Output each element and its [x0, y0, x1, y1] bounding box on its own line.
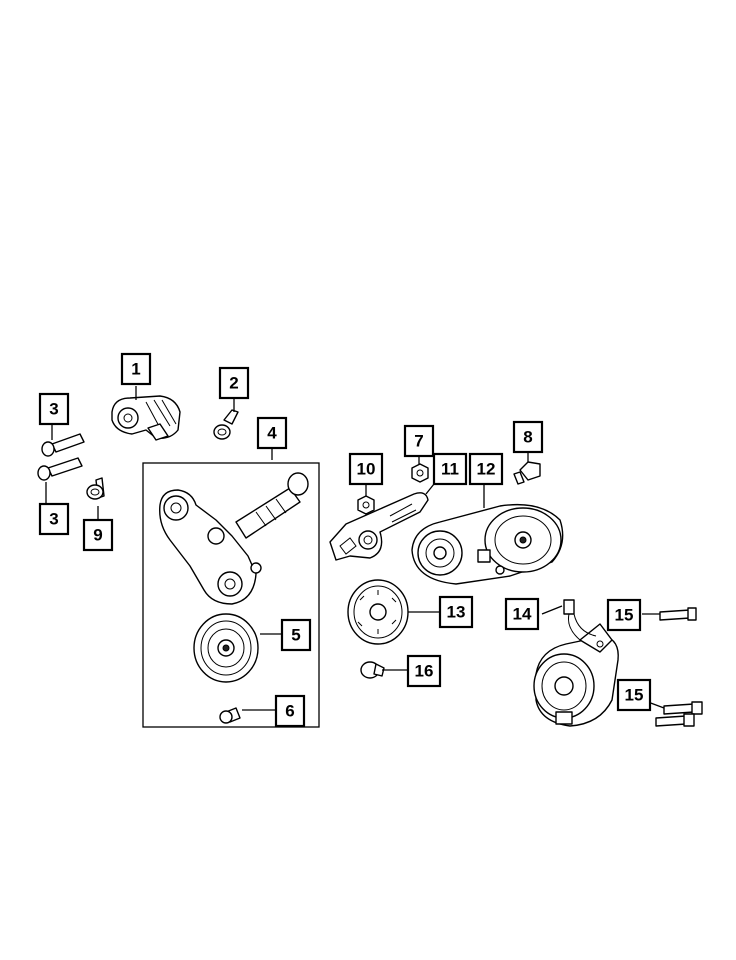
svg-text:13: 13: [447, 603, 466, 622]
svg-text:2: 2: [229, 374, 238, 393]
callout-15-upper: 15: [606, 598, 642, 632]
svg-text:6: 6: [285, 702, 294, 721]
part-2-bolt: [213, 409, 239, 440]
callout-4: 4: [256, 416, 288, 450]
callout-6: 6: [274, 694, 306, 728]
svg-text:4: 4: [267, 424, 277, 443]
svg-text:8: 8: [523, 428, 532, 447]
svg-text:1: 1: [131, 360, 140, 379]
callout-9: 9: [82, 518, 114, 552]
part-15-bolt-lower-1: [663, 701, 703, 715]
callout-7: 7: [403, 424, 435, 458]
part-5-pulley: [193, 613, 259, 683]
callout-12: 12: [468, 452, 504, 486]
part-12-idler-assembly: [411, 503, 564, 585]
part-4-tensioner: [159, 472, 309, 605]
part-13-idler-pulley: [347, 579, 409, 645]
svg-text:3: 3: [49, 400, 58, 419]
part-1-bracket: [111, 395, 181, 441]
callout-5: 5: [280, 618, 312, 652]
svg-text:9: 9: [93, 526, 102, 545]
part-7-nut: [411, 463, 429, 483]
svg-text:12: 12: [477, 460, 496, 479]
tensioner-assembly-frame: [142, 462, 320, 728]
svg-text:14: 14: [513, 605, 532, 624]
callout-15-lower: 15: [616, 678, 652, 712]
part-10-nut: [357, 495, 375, 515]
svg-text:7: 7: [414, 432, 423, 451]
part-9-bolt: [86, 477, 105, 500]
part-8-bolt: [513, 461, 541, 485]
part-16-bolt: [360, 661, 385, 679]
part-11-bracket: [329, 492, 429, 561]
callout-13: 13: [438, 595, 474, 629]
callout-2: 2: [218, 366, 250, 400]
svg-text:10: 10: [357, 460, 376, 479]
part-6-bolt: [219, 707, 241, 724]
svg-text:16: 16: [415, 662, 434, 681]
svg-text:15: 15: [625, 686, 644, 705]
callout-3-lower: 3: [38, 502, 70, 536]
callout-3-upper: 3: [38, 392, 70, 426]
part-15-bolt-lower-2: [655, 713, 695, 727]
part-15-bolt-upper: [659, 607, 697, 621]
callout-8: 8: [512, 420, 544, 454]
svg-text:11: 11: [441, 460, 459, 479]
svg-text:5: 5: [291, 626, 300, 645]
callout-16: 16: [406, 654, 442, 688]
callout-14: 14: [504, 597, 540, 631]
part-3-bolt-lower: [37, 457, 83, 481]
part-3-bolt-upper: [41, 433, 85, 457]
part-14-tensioner: [533, 599, 619, 727]
svg-text:3: 3: [49, 510, 58, 529]
callout-10: 10: [348, 452, 384, 486]
callout-11: 11: [432, 452, 468, 486]
svg-text:15: 15: [615, 606, 634, 625]
callout-1: 1: [120, 352, 152, 386]
